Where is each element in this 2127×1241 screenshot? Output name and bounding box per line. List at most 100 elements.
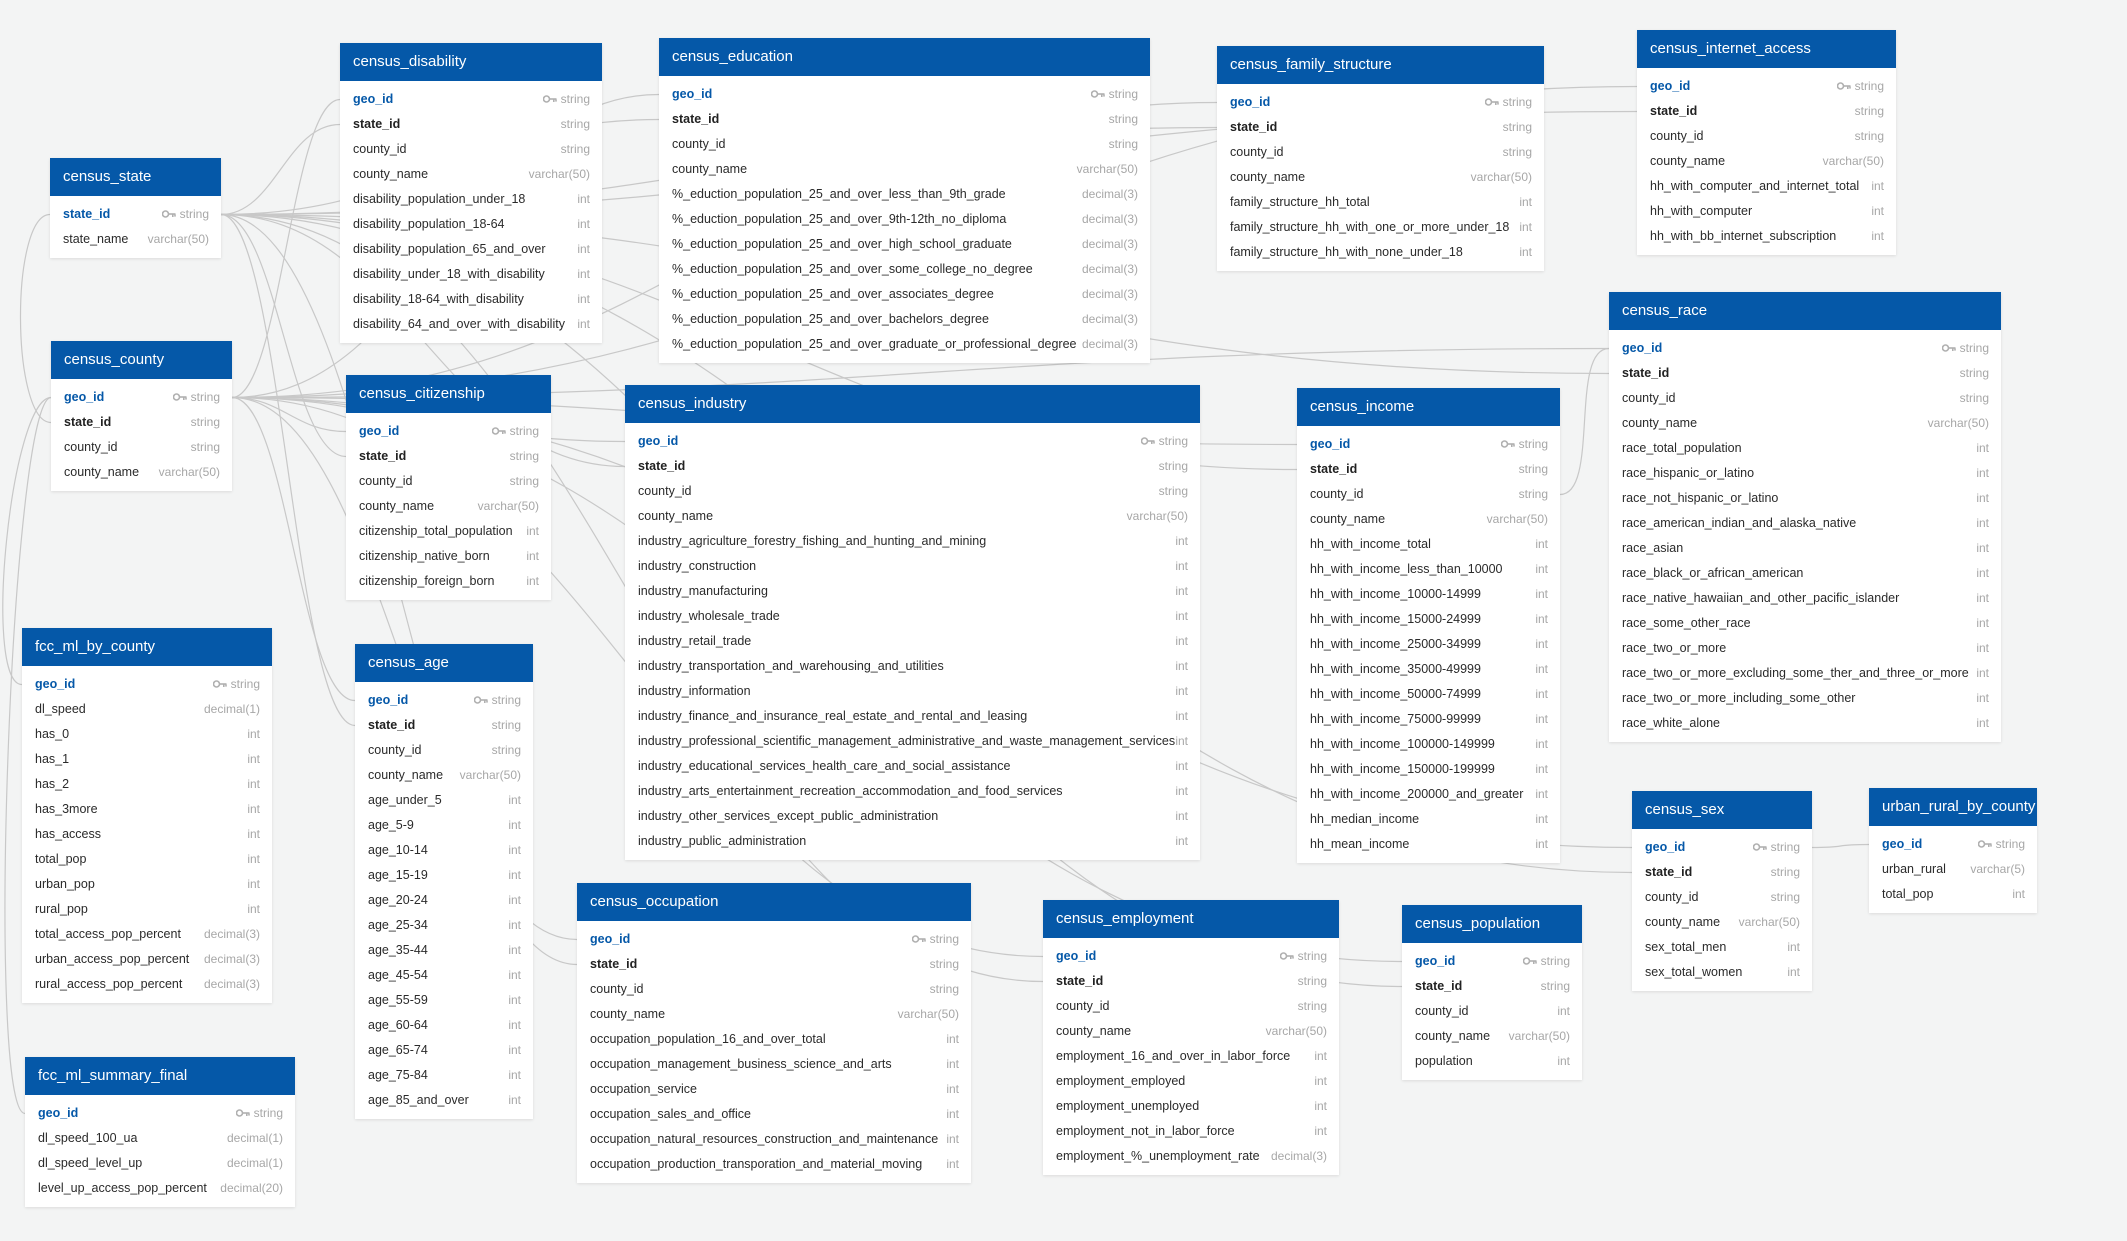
table-header[interactable]: census_employment (1043, 900, 1339, 938)
field-row[interactable]: industry_other_services_except_public_ad… (625, 804, 1200, 829)
table-header[interactable]: census_citizenship (346, 375, 551, 413)
field-row[interactable]: %_eduction_population_25_and_over_gradua… (659, 332, 1150, 357)
table-header[interactable]: fcc_ml_summary_final (25, 1057, 295, 1095)
table-header[interactable]: fcc_ml_by_county (22, 628, 272, 666)
field-row[interactable]: industry_educational_services_health_car… (625, 754, 1200, 779)
table-header[interactable]: urban_rural_by_county (1869, 788, 2037, 826)
field-row[interactable]: industry_agriculture_forestry_fishing_an… (625, 529, 1200, 554)
table-header[interactable]: census_education (659, 38, 1150, 76)
field-row[interactable]: %_eduction_population_25_and_over_some_c… (659, 257, 1150, 282)
table-header[interactable]: census_income (1297, 388, 1560, 426)
table-header[interactable]: census_occupation (577, 883, 971, 921)
table-header[interactable]: census_age (355, 644, 533, 682)
field-row[interactable]: occupation_natural_resources_constructio… (577, 1127, 971, 1152)
field-row[interactable]: race_two_or_more_excluding_some_ther_and… (1609, 661, 2001, 686)
field-row[interactable]: industry_professional_scientific_managem… (625, 729, 1200, 754)
table-header[interactable]: census_sex (1632, 791, 1812, 829)
field-row[interactable]: %_eduction_population_25_and_over_bachel… (659, 307, 1150, 332)
